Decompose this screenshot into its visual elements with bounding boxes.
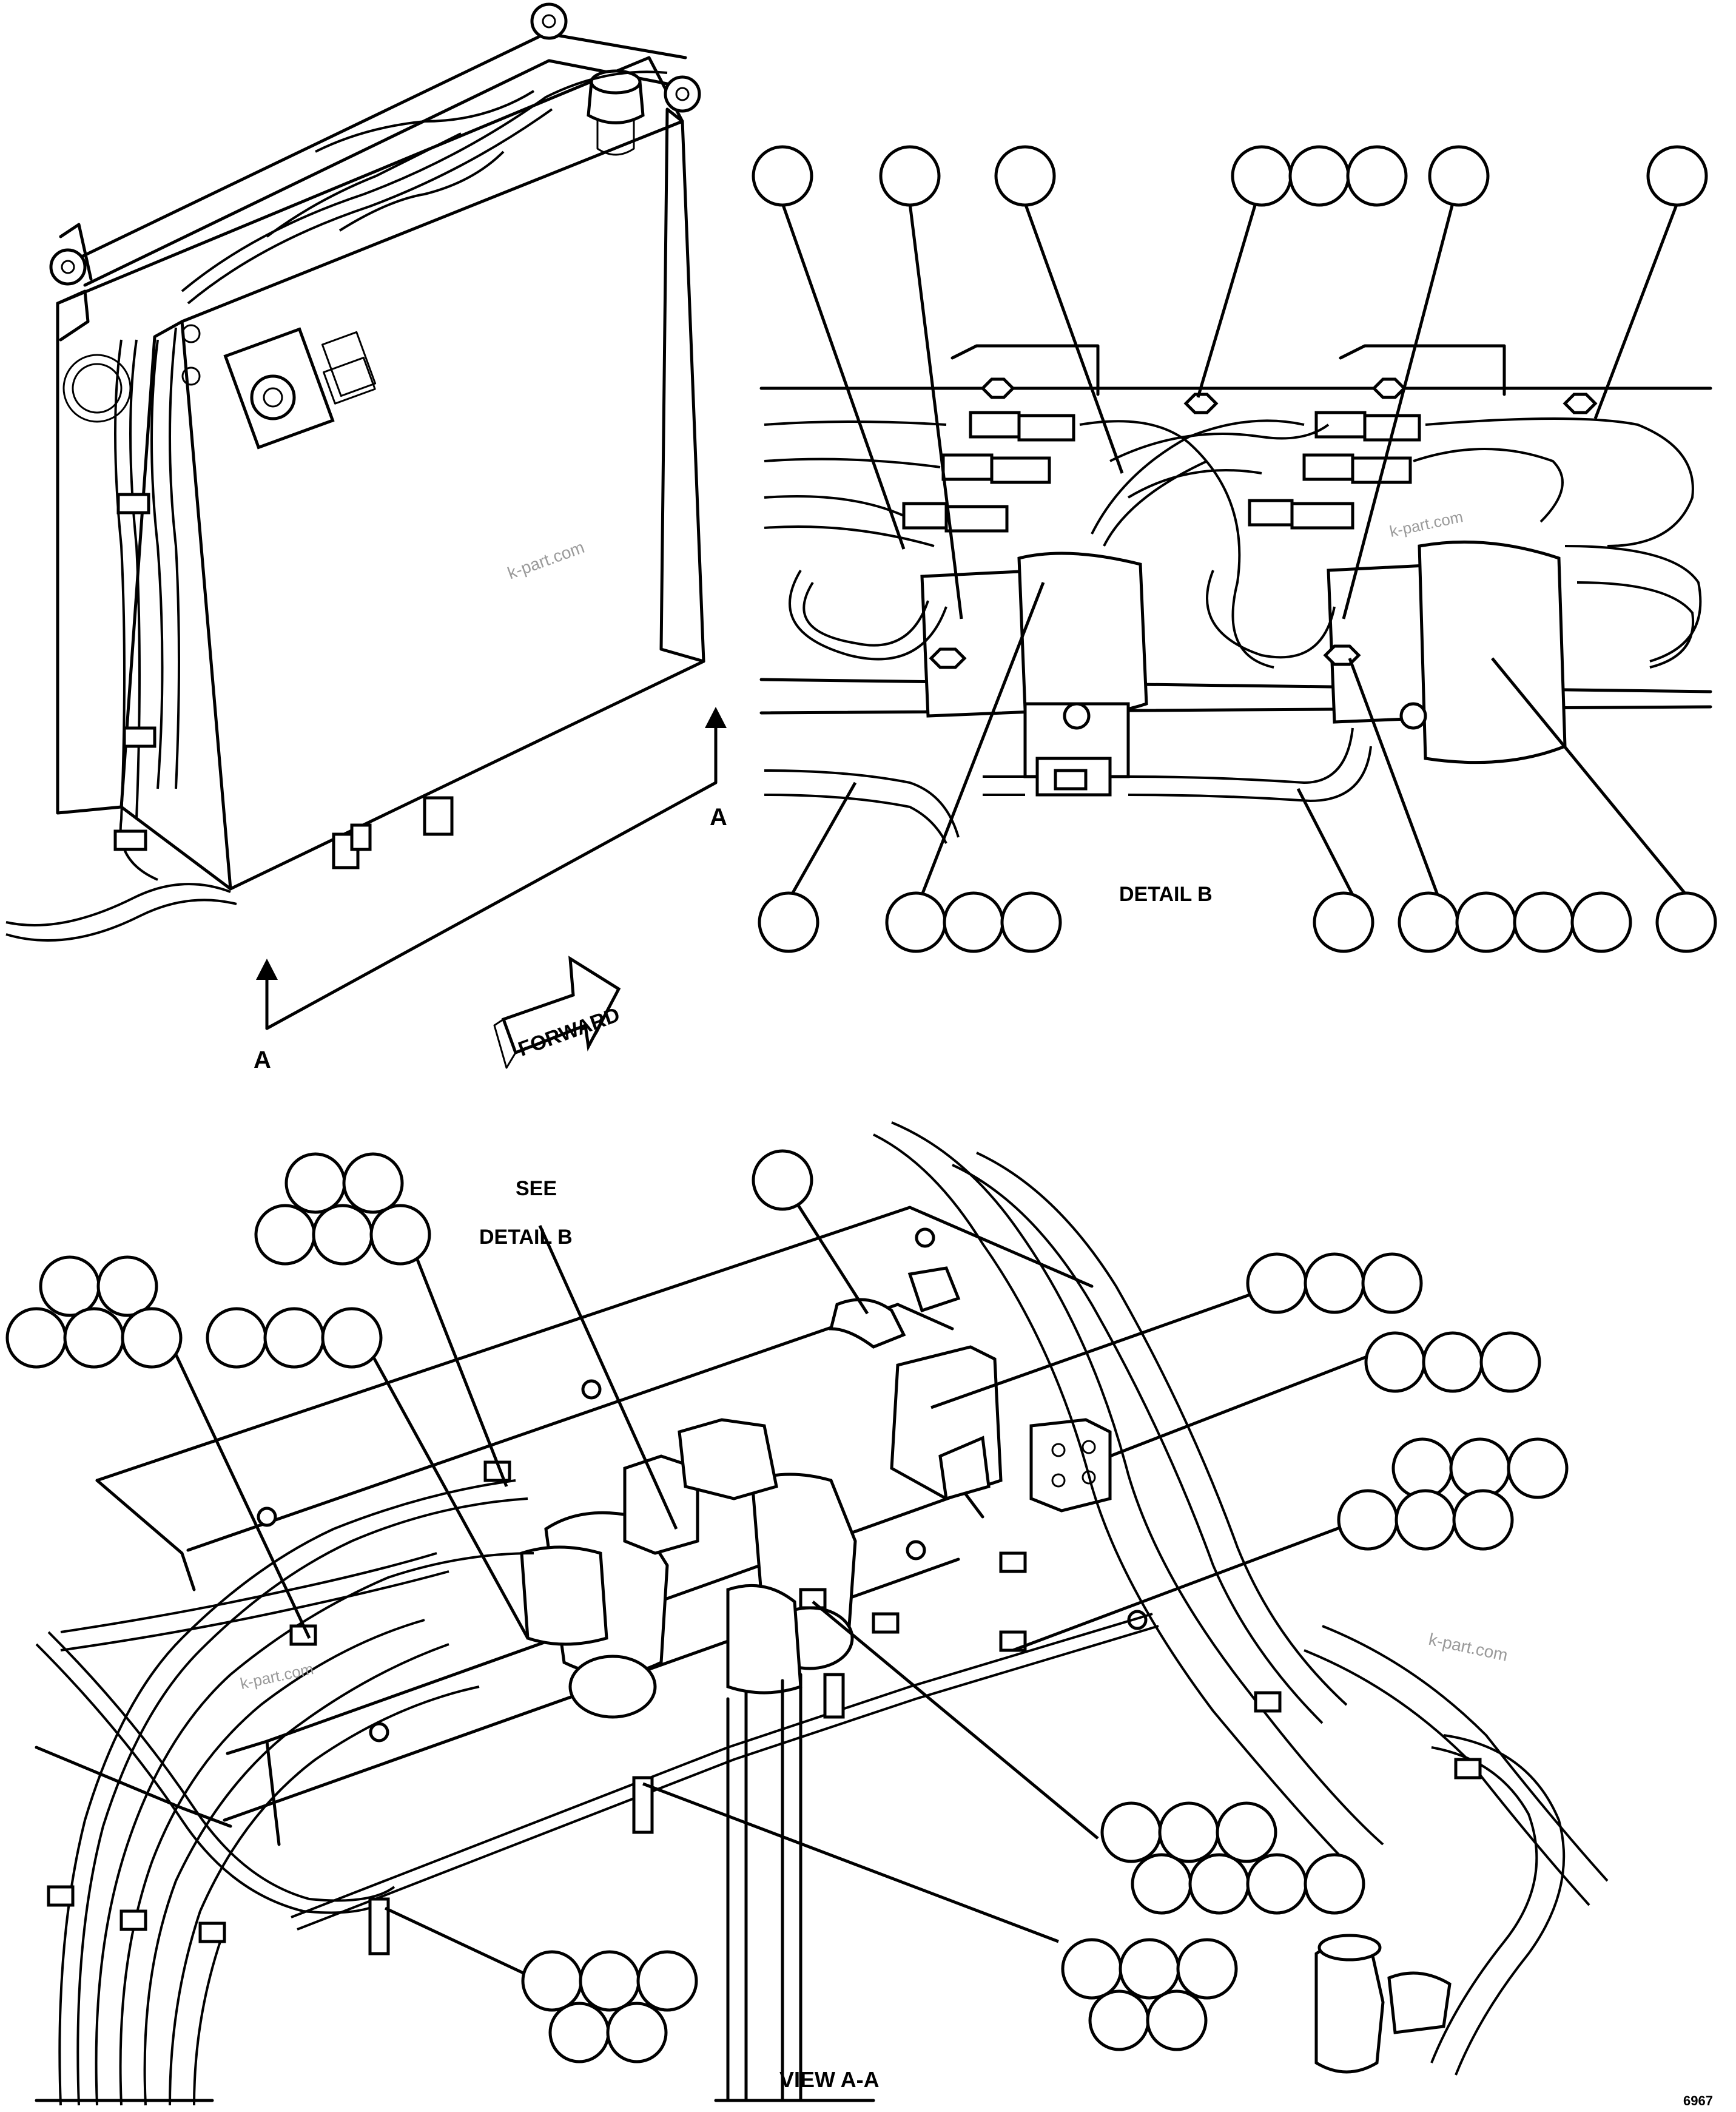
callout-bubble bbox=[1395, 1489, 1456, 1551]
callout-bubble bbox=[1391, 1437, 1453, 1499]
callout-bubble bbox=[1422, 1331, 1484, 1393]
callout-bubble bbox=[342, 1152, 404, 1214]
callout-bubble bbox=[885, 891, 947, 953]
callout-bubble bbox=[1513, 891, 1575, 953]
callout-bubble bbox=[312, 1204, 374, 1266]
see-label: SEE bbox=[516, 1177, 557, 1200]
callout-bubble bbox=[5, 1307, 67, 1369]
callout-bubble bbox=[752, 1149, 813, 1211]
callout-bubble bbox=[1288, 145, 1350, 207]
watermark: k-part.com bbox=[238, 1659, 315, 1693]
callout-bubble bbox=[263, 1307, 325, 1369]
callout-bubble bbox=[1231, 145, 1293, 207]
callout-bubble bbox=[1361, 1252, 1423, 1314]
callout-bubble bbox=[1131, 1853, 1193, 1915]
callout-bubble bbox=[63, 1307, 125, 1369]
callout-bubble bbox=[1655, 891, 1717, 953]
callout-bubble bbox=[96, 1255, 158, 1317]
view-a-a-leaders bbox=[162, 1203, 1393, 1980]
callout-bubble bbox=[1455, 891, 1517, 953]
watermark: k-part.com bbox=[1388, 507, 1464, 541]
callout-bubble bbox=[321, 1307, 383, 1369]
detail-b-callouts bbox=[752, 145, 1717, 953]
view-a-a-title: VIEW A-A bbox=[779, 2067, 880, 2092]
section-mark-a-right: A bbox=[710, 804, 727, 831]
callout-bubble bbox=[39, 1255, 101, 1317]
callout-bubble bbox=[1428, 145, 1490, 207]
callout-bubble bbox=[1507, 1437, 1569, 1499]
callout-bubble bbox=[1304, 1252, 1365, 1314]
callout-bubble bbox=[758, 891, 819, 953]
callout-bubble bbox=[284, 1152, 346, 1214]
callout-bubble bbox=[1088, 1989, 1150, 2051]
arrow-up-icon bbox=[256, 959, 278, 980]
callout-bubble bbox=[579, 1950, 641, 2012]
callout-bubble bbox=[1304, 1853, 1365, 1915]
callout-bubble bbox=[636, 1950, 698, 2012]
forward-arrow bbox=[493, 956, 621, 1069]
callout-bubble bbox=[1337, 1489, 1399, 1551]
callout-bubble bbox=[1000, 891, 1062, 953]
callout-bubble bbox=[1146, 1989, 1208, 2051]
callout-bubble bbox=[548, 2002, 610, 2063]
watermark: k-part.com bbox=[505, 538, 587, 582]
callout-bubble bbox=[206, 1307, 267, 1369]
drawing-code: 6967 bbox=[1683, 2093, 1713, 2108]
arrow-up-icon bbox=[705, 707, 727, 728]
callout-bubble bbox=[1398, 891, 1459, 953]
callout-bubble bbox=[1100, 1801, 1162, 1863]
detail-b-leaders bbox=[781, 203, 1687, 896]
callout-bubble bbox=[1646, 145, 1708, 207]
callout-bubble bbox=[121, 1307, 183, 1369]
callout-bubble bbox=[1158, 1801, 1220, 1863]
detail-b-drawing bbox=[759, 344, 1712, 844]
see-detail-b-label: DETAIL B bbox=[479, 1226, 573, 1249]
isometric-unit-drawing bbox=[5, 2, 705, 942]
callout-bubble bbox=[752, 145, 813, 207]
callout-bubble bbox=[1246, 1853, 1308, 1915]
callout-bubble bbox=[1176, 1938, 1238, 2000]
section-line-a-a bbox=[256, 707, 727, 1030]
section-mark-a-left: A bbox=[254, 1047, 271, 1073]
callout-bubble bbox=[1313, 891, 1374, 953]
callout-bubble bbox=[1452, 1489, 1514, 1551]
callout-bubble bbox=[994, 145, 1056, 207]
callout-bubble bbox=[1449, 1437, 1511, 1499]
callout-bubble bbox=[369, 1204, 431, 1266]
callout-bubble bbox=[1119, 1938, 1180, 2000]
callout-bubble bbox=[1570, 891, 1632, 953]
callout-bubble bbox=[1479, 1331, 1541, 1393]
callout-bubble bbox=[1246, 1252, 1308, 1314]
view-a-a-callouts bbox=[5, 1149, 1569, 2063]
callout-bubble bbox=[943, 891, 1004, 953]
callout-bubble bbox=[1188, 1853, 1250, 1915]
callout-bubble bbox=[879, 145, 941, 207]
callout-bubble bbox=[1364, 1331, 1426, 1393]
callout-bubble bbox=[1216, 1801, 1277, 1863]
callout-bubble bbox=[1061, 1938, 1123, 2000]
watermark: k-part.com bbox=[1427, 1630, 1510, 1665]
callout-bubble bbox=[521, 1950, 583, 2012]
callout-bubble bbox=[1346, 145, 1408, 207]
callout-bubble bbox=[254, 1204, 316, 1266]
callout-bubble bbox=[606, 2002, 668, 2063]
detail-b-title: DETAIL B bbox=[1119, 883, 1213, 906]
view-a-a-drawing bbox=[35, 1121, 1609, 2106]
